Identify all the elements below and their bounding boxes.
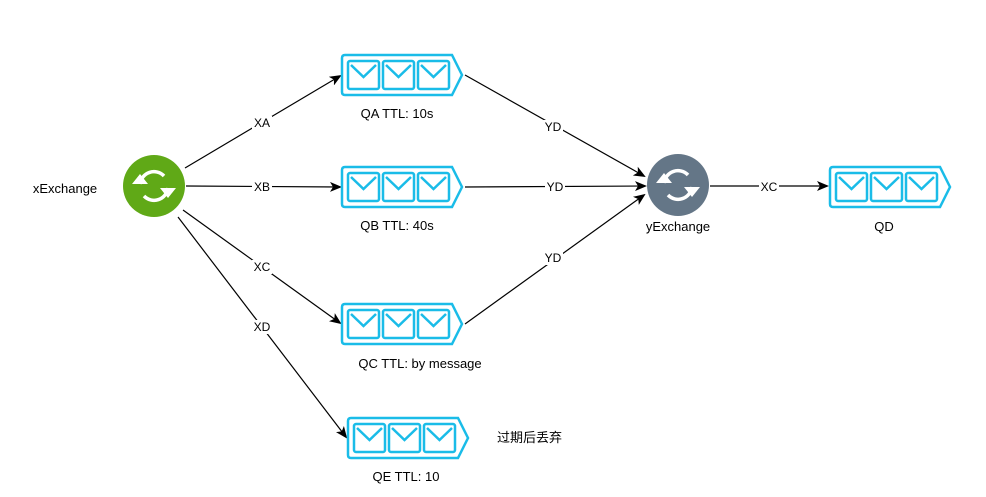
svg-text:XB: XB bbox=[254, 180, 270, 194]
edge-labels: XA XB XC XD YD YD YD XC bbox=[252, 116, 779, 334]
mail-queue-icon bbox=[346, 59, 451, 91]
svg-text:YD: YD bbox=[547, 180, 564, 194]
queue-label: QB TTL: 40s bbox=[360, 218, 434, 233]
svg-text:XC: XC bbox=[761, 180, 778, 194]
mail-queue-icon bbox=[834, 171, 939, 203]
node-queue-qc[interactable]: QC TTL: by message bbox=[340, 302, 482, 371]
queue-label: QD bbox=[874, 219, 894, 234]
annotation-discard-after-expiry: 过期后丢弃 bbox=[497, 430, 562, 445]
edge-label-xb: XB bbox=[252, 179, 272, 194]
node-label-xexchange: xExchange bbox=[33, 181, 97, 196]
edge-label-xc: XC bbox=[252, 260, 272, 274]
node-queue-qb[interactable]: QB TTL: 40s bbox=[340, 165, 464, 233]
edge-label-xc-qd: XC bbox=[759, 179, 779, 194]
node-queue-qd[interactable]: QD bbox=[828, 165, 952, 234]
queue-label: QC TTL: by message bbox=[358, 356, 481, 371]
node-label-yexchange: yExchange bbox=[646, 219, 710, 234]
node-xexchange[interactable]: xExchange bbox=[33, 155, 185, 217]
svg-text:YD: YD bbox=[545, 251, 562, 265]
mail-queue-icon bbox=[352, 422, 457, 454]
edge-label-yd-qb: YD bbox=[545, 179, 565, 194]
queue-label: QA TTL: 10s bbox=[361, 106, 434, 121]
node-yexchange[interactable]: yExchange bbox=[646, 154, 710, 234]
edges bbox=[177, 74, 829, 439]
node-queue-qe[interactable]: QE TTL: 10 bbox=[346, 416, 470, 484]
mail-queue-icon bbox=[346, 308, 451, 340]
refresh-icon bbox=[656, 168, 700, 202]
mail-queue-icon bbox=[346, 171, 451, 203]
node-queue-qa[interactable]: QA TTL: 10s bbox=[340, 53, 464, 121]
svg-text:YD: YD bbox=[545, 120, 562, 134]
svg-text:XA: XA bbox=[254, 116, 270, 130]
edge-label-yd-qc: YD bbox=[543, 251, 563, 265]
svg-text:XC: XC bbox=[254, 260, 271, 274]
edge-label-xa: XA bbox=[252, 116, 272, 130]
svg-text:XD: XD bbox=[254, 320, 271, 334]
queue-label: QE TTL: 10 bbox=[373, 469, 440, 484]
refresh-icon bbox=[132, 169, 176, 203]
edge-label-yd-qa: YD bbox=[543, 120, 563, 134]
edge-label-xd: XD bbox=[252, 320, 272, 334]
